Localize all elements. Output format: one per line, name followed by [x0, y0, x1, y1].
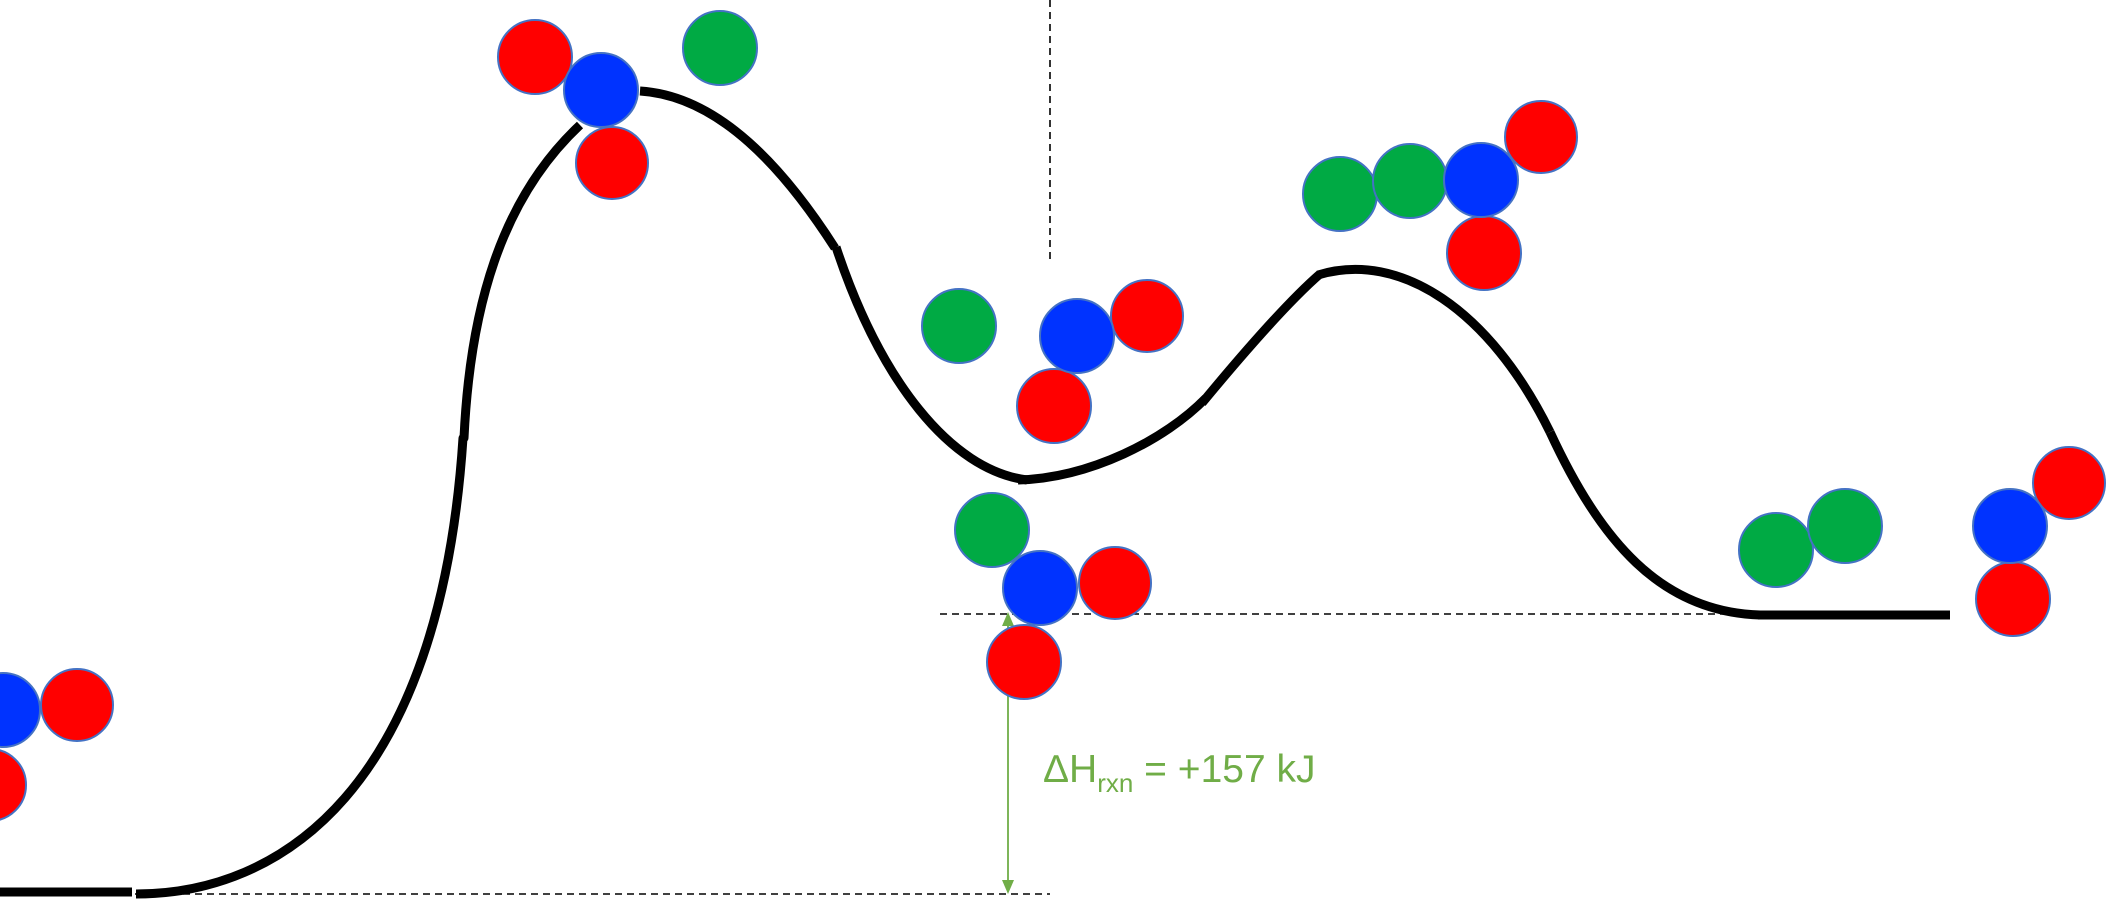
red-atom	[1975, 561, 2051, 637]
descent-to-intermediate	[831, 245, 1028, 485]
descent-to-products	[1545, 430, 1761, 620]
red-atom	[575, 126, 649, 200]
product-triatomic-molecule	[1972, 446, 2106, 637]
red-atom	[2032, 446, 2106, 520]
red-atom	[497, 19, 573, 95]
red-atom	[1110, 279, 1184, 353]
blue-atom	[0, 672, 41, 748]
delta-h-symbol: ΔH	[1043, 748, 1097, 791]
transition-state-2-peak	[1316, 264, 1555, 434]
intermediate-molecule-upper	[921, 279, 1184, 444]
green-atom	[1372, 143, 1448, 219]
blue-atom	[1972, 488, 2048, 564]
red-atom	[1016, 368, 1092, 444]
red-atom	[40, 668, 114, 742]
blue-atom	[1443, 142, 1519, 218]
transition-state-1-molecule	[497, 10, 758, 200]
transition-state-2-molecule	[1302, 100, 1578, 291]
intermediate-valley	[1017, 394, 1210, 485]
red-atom	[986, 624, 1062, 700]
green-atom	[921, 288, 997, 364]
blue-atom	[563, 52, 639, 128]
enthalpy-label: ΔHrxn = +157 kJ	[1043, 748, 1315, 798]
transition-state-1-peak	[639, 86, 839, 251]
green-atom	[1302, 156, 1378, 232]
red-atom	[1078, 546, 1152, 620]
green-atom	[1807, 488, 1883, 564]
reaction-energy-curve	[0, 86, 1950, 899]
red-atom	[0, 749, 27, 821]
product-diatomic-molecule	[1738, 488, 1883, 588]
blue-atom	[1002, 550, 1078, 626]
green-atom	[682, 10, 758, 86]
rise-to-transition-state-2	[1198, 270, 1323, 406]
intermediate-molecule-lower	[954, 492, 1152, 700]
enthalpy-value: = +157 kJ	[1133, 748, 1315, 791]
green-atom	[1738, 512, 1814, 588]
reactant-molecule	[0, 668, 114, 821]
red-atom	[1504, 100, 1578, 174]
guide-lines	[135, 0, 1760, 895]
blue-atom	[1039, 298, 1115, 374]
green-atom	[954, 492, 1030, 568]
arrow-head-up	[1002, 612, 1014, 626]
arrow-head-down	[1002, 880, 1014, 894]
reaction-subscript: rxn	[1097, 768, 1133, 798]
rise-to-transition-state-1	[135, 121, 584, 899]
red-atom	[1446, 215, 1522, 291]
